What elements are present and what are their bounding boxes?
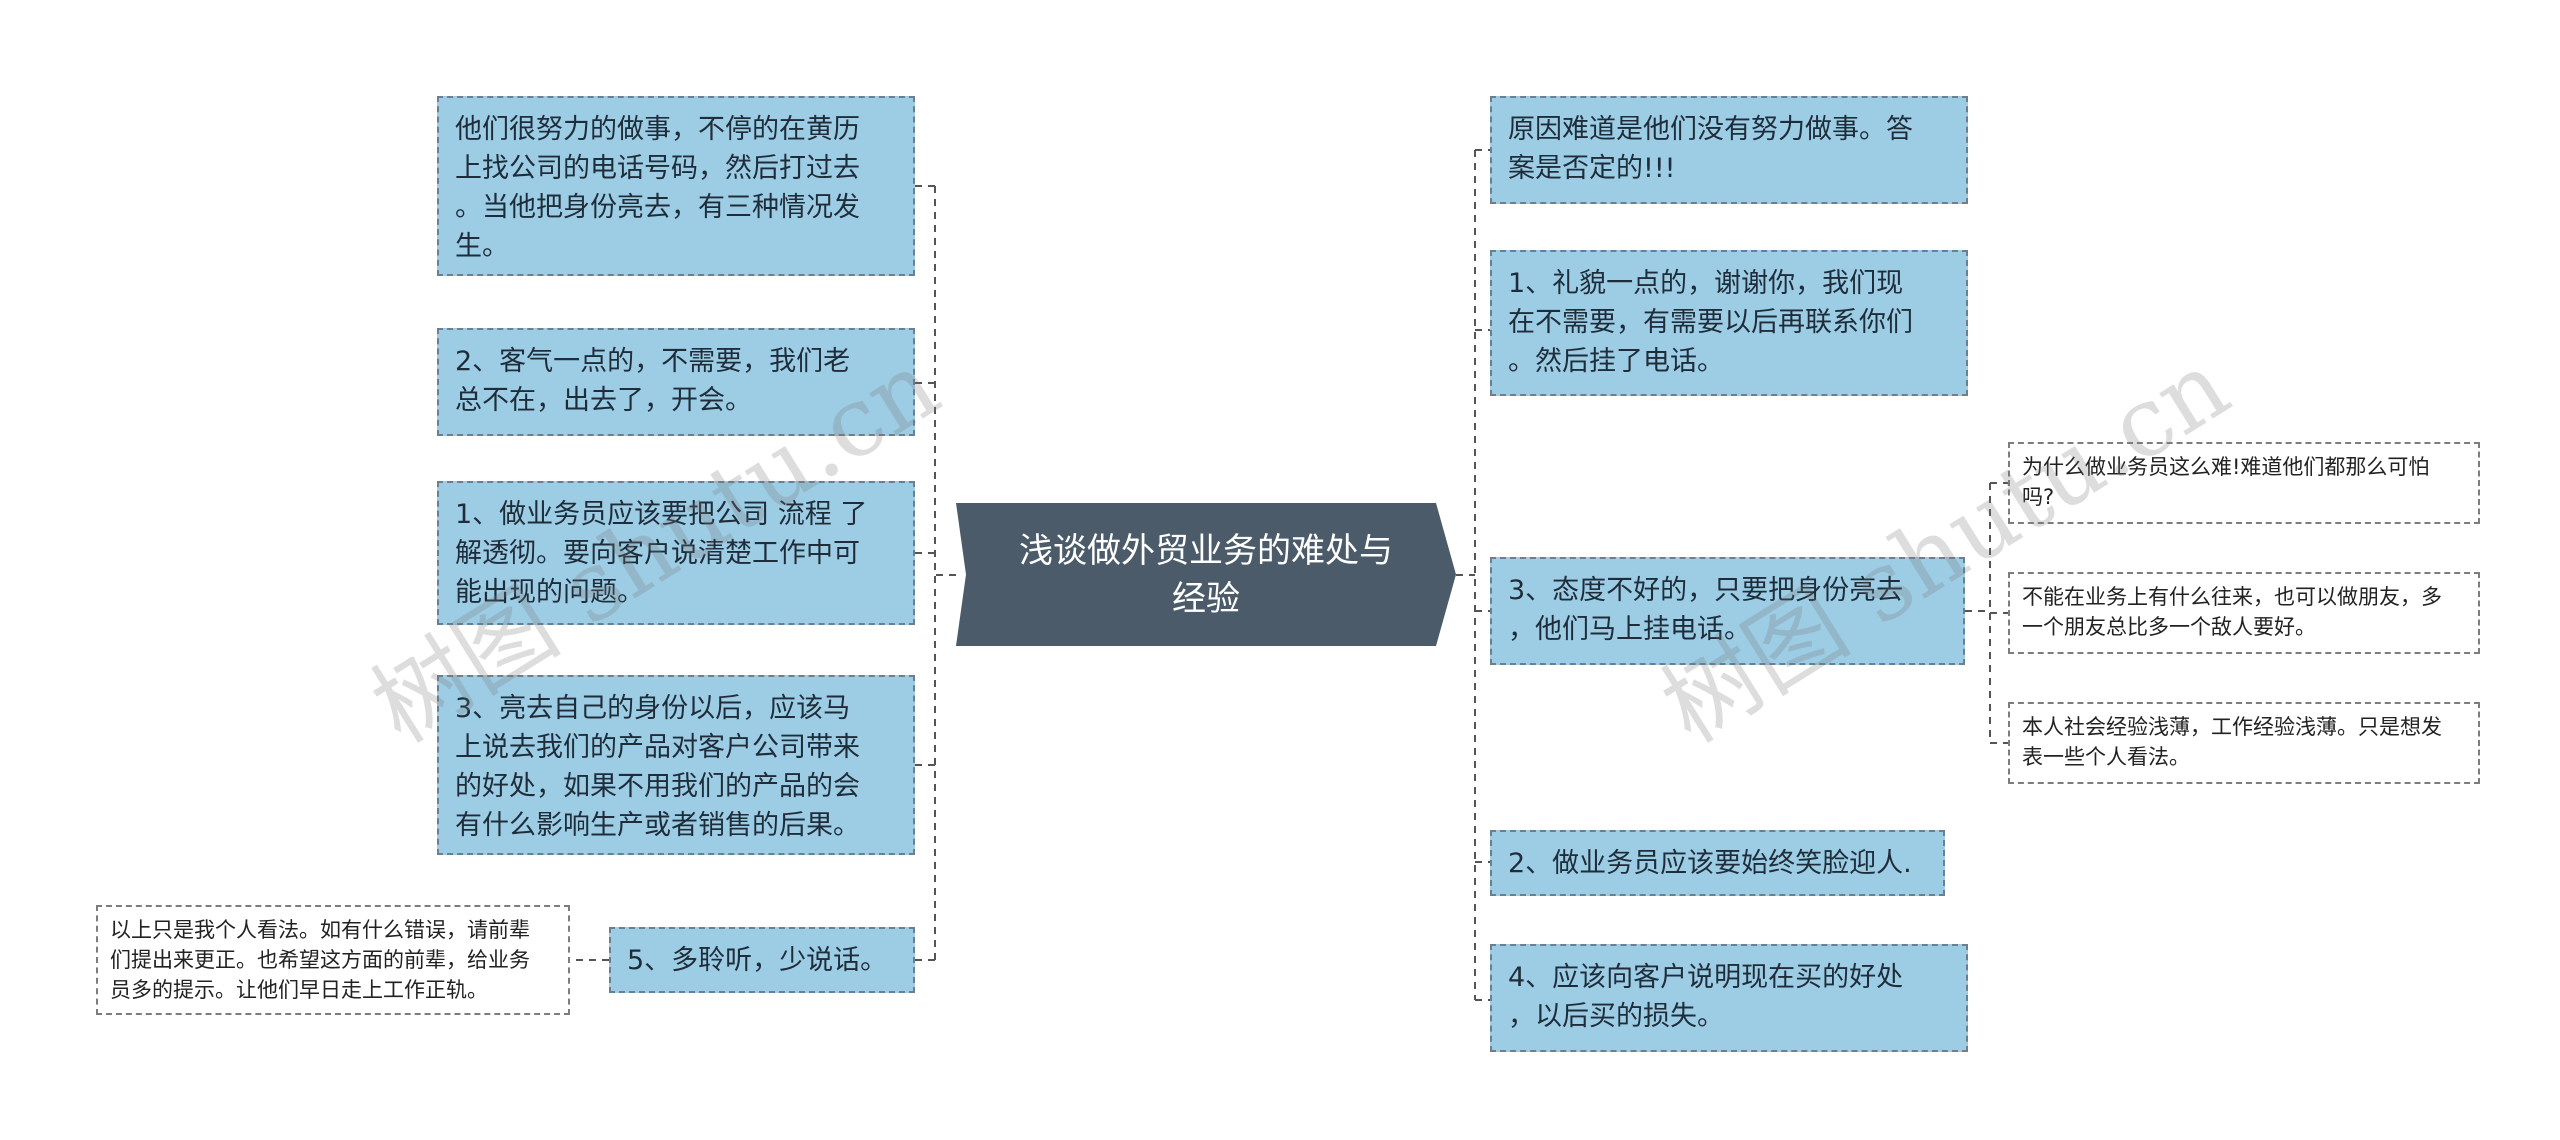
topic-node-right-4[interactable]: 4、应该向客户说明现在买的好处 ，以后买的损失。 xyxy=(1490,944,1968,1052)
leaf-node-right-1[interactable]: 不能在业务上有什么往来，也可以做朋友，多 一个朋友总比多一个敌人要好。 xyxy=(2008,572,2480,654)
topic-node-right-1[interactable]: 1、礼貌一点的，谢谢你，我们现 在不需要，有需要以后再联系你们 。然后挂了电话。 xyxy=(1490,250,1968,396)
topic-node-right-3[interactable]: 2、做业务员应该要始终笑脸迎人. xyxy=(1490,830,1945,896)
leaf-node-left[interactable]: 以上只是我个人看法。如有什么错误，请前辈 们提出来更正。也希望这方面的前辈，给业… xyxy=(96,905,570,1015)
leaf-node-right-0[interactable]: 为什么做业务员这么难!难道他们都那么可怕 吗? xyxy=(2008,442,2480,524)
topic-node-left-0[interactable]: 他们很努力的做事，不停的在黄历 上找公司的电话号码，然后打过去 。当他把身份亮去… xyxy=(437,96,915,276)
topic-node-left-3[interactable]: 3、亮去自己的身份以后，应该马 上说去我们的产品对客户公司带来 的好处，如果不用… xyxy=(437,675,915,855)
leaf-node-right-2[interactable]: 本人社会经验浅薄，工作经验浅薄。只是想发 表一些个人看法。 xyxy=(2008,702,2480,784)
topic-node-left-4[interactable]: 5、多聆听，少说话。 xyxy=(609,927,915,993)
topic-node-left-2[interactable]: 1、做业务员应该要把公司 流程 了 解透彻。要向客户说清楚工作中可 能出现的问题… xyxy=(437,481,915,625)
topic-node-right-2[interactable]: 3、态度不好的，只要把身份亮去 ，他们马上挂电话。 xyxy=(1490,557,1965,665)
topic-node-right-0[interactable]: 原因难道是他们没有努力做事。答 案是否定的!!! xyxy=(1490,96,1968,204)
root-topic[interactable]: 浅谈做外贸业务的难处与 经验 xyxy=(956,503,1456,646)
topic-node-left-1[interactable]: 2、客气一点的，不需要，我们老 总不在，出去了，开会。 xyxy=(437,328,915,436)
